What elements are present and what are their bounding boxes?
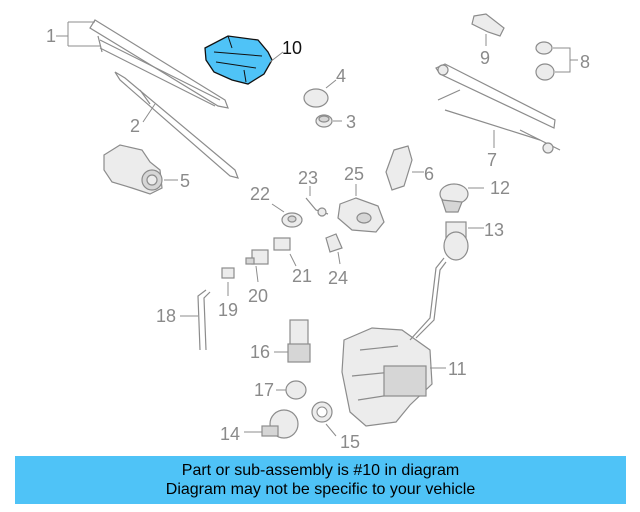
spray-jet-part-25 <box>337 197 385 233</box>
grommet-part-17 <box>285 380 307 400</box>
bracket-part-9 <box>471 13 505 37</box>
part-10-body <box>204 35 273 85</box>
nut-part-22 <box>281 212 303 228</box>
info-banner: Part or sub-assembly is #10 in diagram D… <box>15 456 626 504</box>
callout-15: 15 <box>340 432 360 452</box>
callout-3: 3 <box>346 112 356 132</box>
callout-25: 25 <box>344 164 364 184</box>
callout-19: 19 <box>218 300 238 320</box>
callout-21: 21 <box>292 266 312 286</box>
connector-part-19 <box>221 267 235 279</box>
wiper-linkage-part <box>435 63 561 154</box>
pump-part-14 <box>261 409 299 439</box>
callout-7: 7 <box>487 150 497 170</box>
cap-part-12 <box>439 183 469 213</box>
callout-12: 12 <box>490 178 510 198</box>
banner-line-2: Diagram may not be specific to your vehi… <box>165 481 476 498</box>
callout-6: 6 <box>424 164 434 184</box>
callout-24: 24 <box>328 268 348 288</box>
callout-22: 22 <box>250 184 270 204</box>
callout-11: 11 <box>448 359 467 379</box>
clip-part-23 <box>305 197 329 217</box>
wiper-blade-part <box>89 19 229 109</box>
seal-part-15 <box>311 401 333 423</box>
callout-20: 20 <box>248 286 268 306</box>
callout-17: 17 <box>254 380 274 400</box>
callout-13: 13 <box>484 220 504 240</box>
washer-pump-part-16 <box>287 319 311 363</box>
banner-line-1: Part or sub-assembly is #10 in diagram <box>181 462 460 479</box>
callout-8: 8 <box>580 52 590 72</box>
filler-neck-part-13 <box>443 221 469 261</box>
cap-part-4 <box>303 88 329 108</box>
clip-part-24 <box>325 233 343 253</box>
callout-4: 4 <box>336 66 346 86</box>
callout-14: 14 <box>220 424 240 444</box>
callout-9: 9 <box>480 48 490 68</box>
highlighted-part-10 <box>204 35 273 85</box>
nut-part-3 <box>315 114 333 128</box>
callout-18: 18 <box>156 306 176 326</box>
callout-1: 1 <box>46 26 56 46</box>
washer-reservoir-part <box>341 257 447 427</box>
hose-part-18 <box>197 289 211 351</box>
grommet-part-8 <box>535 41 555 81</box>
callout-2: 2 <box>130 116 140 136</box>
wiper-arm-part <box>114 71 239 179</box>
nozzle-part-20 <box>245 249 269 265</box>
callout-23: 23 <box>298 168 318 188</box>
connector-part-21 <box>273 237 291 251</box>
callout-5: 5 <box>180 171 190 191</box>
bracket-part-6 <box>385 145 413 191</box>
wiper-motor-part <box>103 144 163 195</box>
callout-16: 16 <box>250 342 270 362</box>
callout-10-highlighted: 10 <box>282 38 302 58</box>
